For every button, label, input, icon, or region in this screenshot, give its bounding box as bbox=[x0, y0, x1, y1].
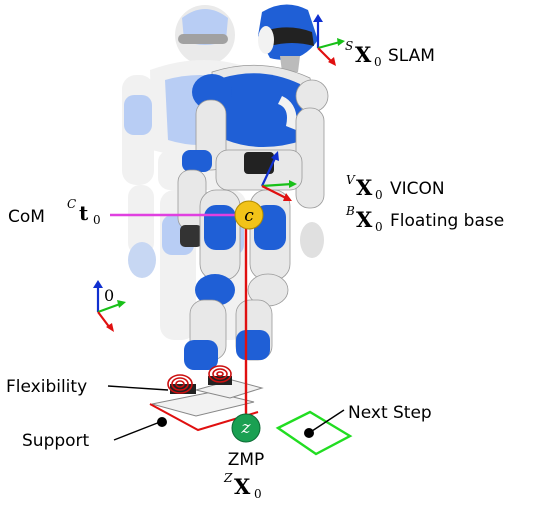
slam-label: S X 0 SLAM bbox=[345, 39, 435, 69]
svg-text:0: 0 bbox=[375, 188, 383, 202]
svg-text:B: B bbox=[345, 204, 355, 218]
flexibility-pointer bbox=[107, 385, 169, 391]
support-pointer bbox=[113, 421, 161, 441]
svg-text:X: X bbox=[355, 42, 372, 67]
svg-text:X: X bbox=[356, 207, 373, 232]
svg-text:S: S bbox=[345, 39, 353, 53]
floating-base-label: B X 0 Floating base bbox=[345, 204, 504, 234]
vicon-frame-icon bbox=[261, 151, 297, 201]
next-step-label: Next Step bbox=[348, 403, 432, 423]
svg-text:X: X bbox=[356, 175, 373, 200]
flexibility-spring-right bbox=[208, 365, 232, 383]
world-frame-icon bbox=[93, 280, 126, 332]
svg-text:ZMP: ZMP bbox=[228, 450, 265, 470]
svg-text:z: z bbox=[241, 418, 252, 438]
zmp-marker: z bbox=[231, 413, 261, 443]
svg-text:Z: Z bbox=[223, 471, 233, 485]
svg-text:CoM: CoM bbox=[8, 207, 45, 227]
flexibility-spring-left bbox=[167, 374, 193, 394]
svg-text:X: X bbox=[234, 474, 251, 499]
svg-text:Floating base: Floating base bbox=[390, 211, 504, 231]
svg-text:c: c bbox=[244, 206, 254, 226]
robot-figure bbox=[151, 4, 329, 417]
zmp-label: ZMP Z X 0 bbox=[223, 450, 264, 501]
next-step-footprint bbox=[275, 409, 353, 456]
svg-text:SLAM: SLAM bbox=[388, 46, 435, 66]
com-label: CoM C t 0 bbox=[8, 197, 101, 227]
flexibility-label: Flexibility bbox=[6, 377, 87, 397]
vicon-label: V X 0 VICON bbox=[346, 173, 445, 202]
support-label: Support bbox=[22, 431, 90, 451]
svg-text:t: t bbox=[79, 201, 89, 225]
svg-text:0: 0 bbox=[375, 220, 383, 234]
svg-text:VICON: VICON bbox=[390, 179, 445, 199]
svg-text:0: 0 bbox=[254, 487, 262, 501]
slam-frame-icon bbox=[313, 14, 345, 66]
svg-text:0: 0 bbox=[374, 55, 382, 69]
svg-text:0: 0 bbox=[104, 286, 114, 305]
svg-text:0: 0 bbox=[93, 213, 101, 227]
svg-text:V: V bbox=[346, 173, 356, 187]
svg-text:C: C bbox=[67, 197, 76, 211]
support-point bbox=[157, 417, 167, 427]
world-frame-label: 0 bbox=[104, 286, 114, 305]
com-marker: c bbox=[234, 200, 264, 230]
